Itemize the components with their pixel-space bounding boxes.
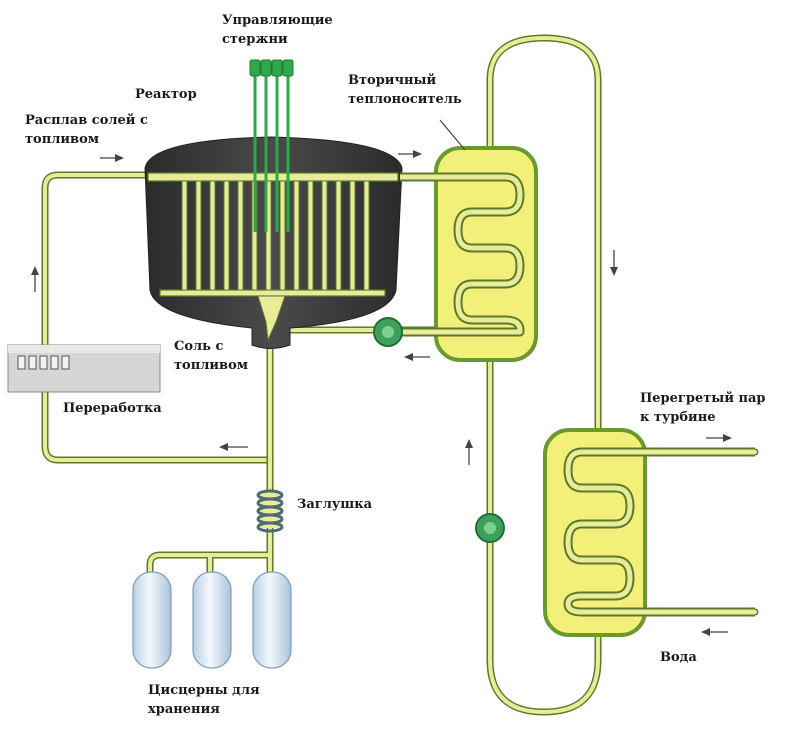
reactor	[144, 136, 403, 349]
label-reactor: Реактор	[135, 87, 197, 102]
storage-tank	[192, 571, 232, 669]
storage-tank	[132, 571, 172, 669]
label-water: Вода	[660, 650, 697, 665]
control-rods	[249, 59, 294, 232]
secondary-pump	[475, 513, 505, 543]
storage-tank	[252, 571, 292, 669]
label-storage-tanks: Цисцерны для хранения	[148, 683, 264, 717]
freeze-plug	[256, 489, 284, 533]
core-channels	[181, 180, 370, 291]
primary-pump	[373, 317, 403, 347]
secondary-coolant-leader	[439, 119, 466, 151]
storage-tanks	[132, 571, 292, 669]
flow-arrows	[31, 150, 732, 636]
label-molten-salt: Расплав солей с топливом	[25, 113, 152, 147]
label-salt-fuel: Соль с топливом	[174, 339, 248, 373]
processing-unit	[7, 344, 161, 393]
label-processing: Переработка	[63, 401, 162, 416]
label-control-rods: Управляющие стержни	[222, 13, 337, 47]
primary-heat-exchanger	[400, 146, 538, 362]
steam-generator	[543, 428, 755, 637]
label-superheated-steam: Перегретый пар к турбине	[640, 391, 770, 425]
label-secondary-coolant: Вторичный теплоноситель	[348, 73, 462, 107]
label-plug: Заглушка	[297, 497, 373, 512]
